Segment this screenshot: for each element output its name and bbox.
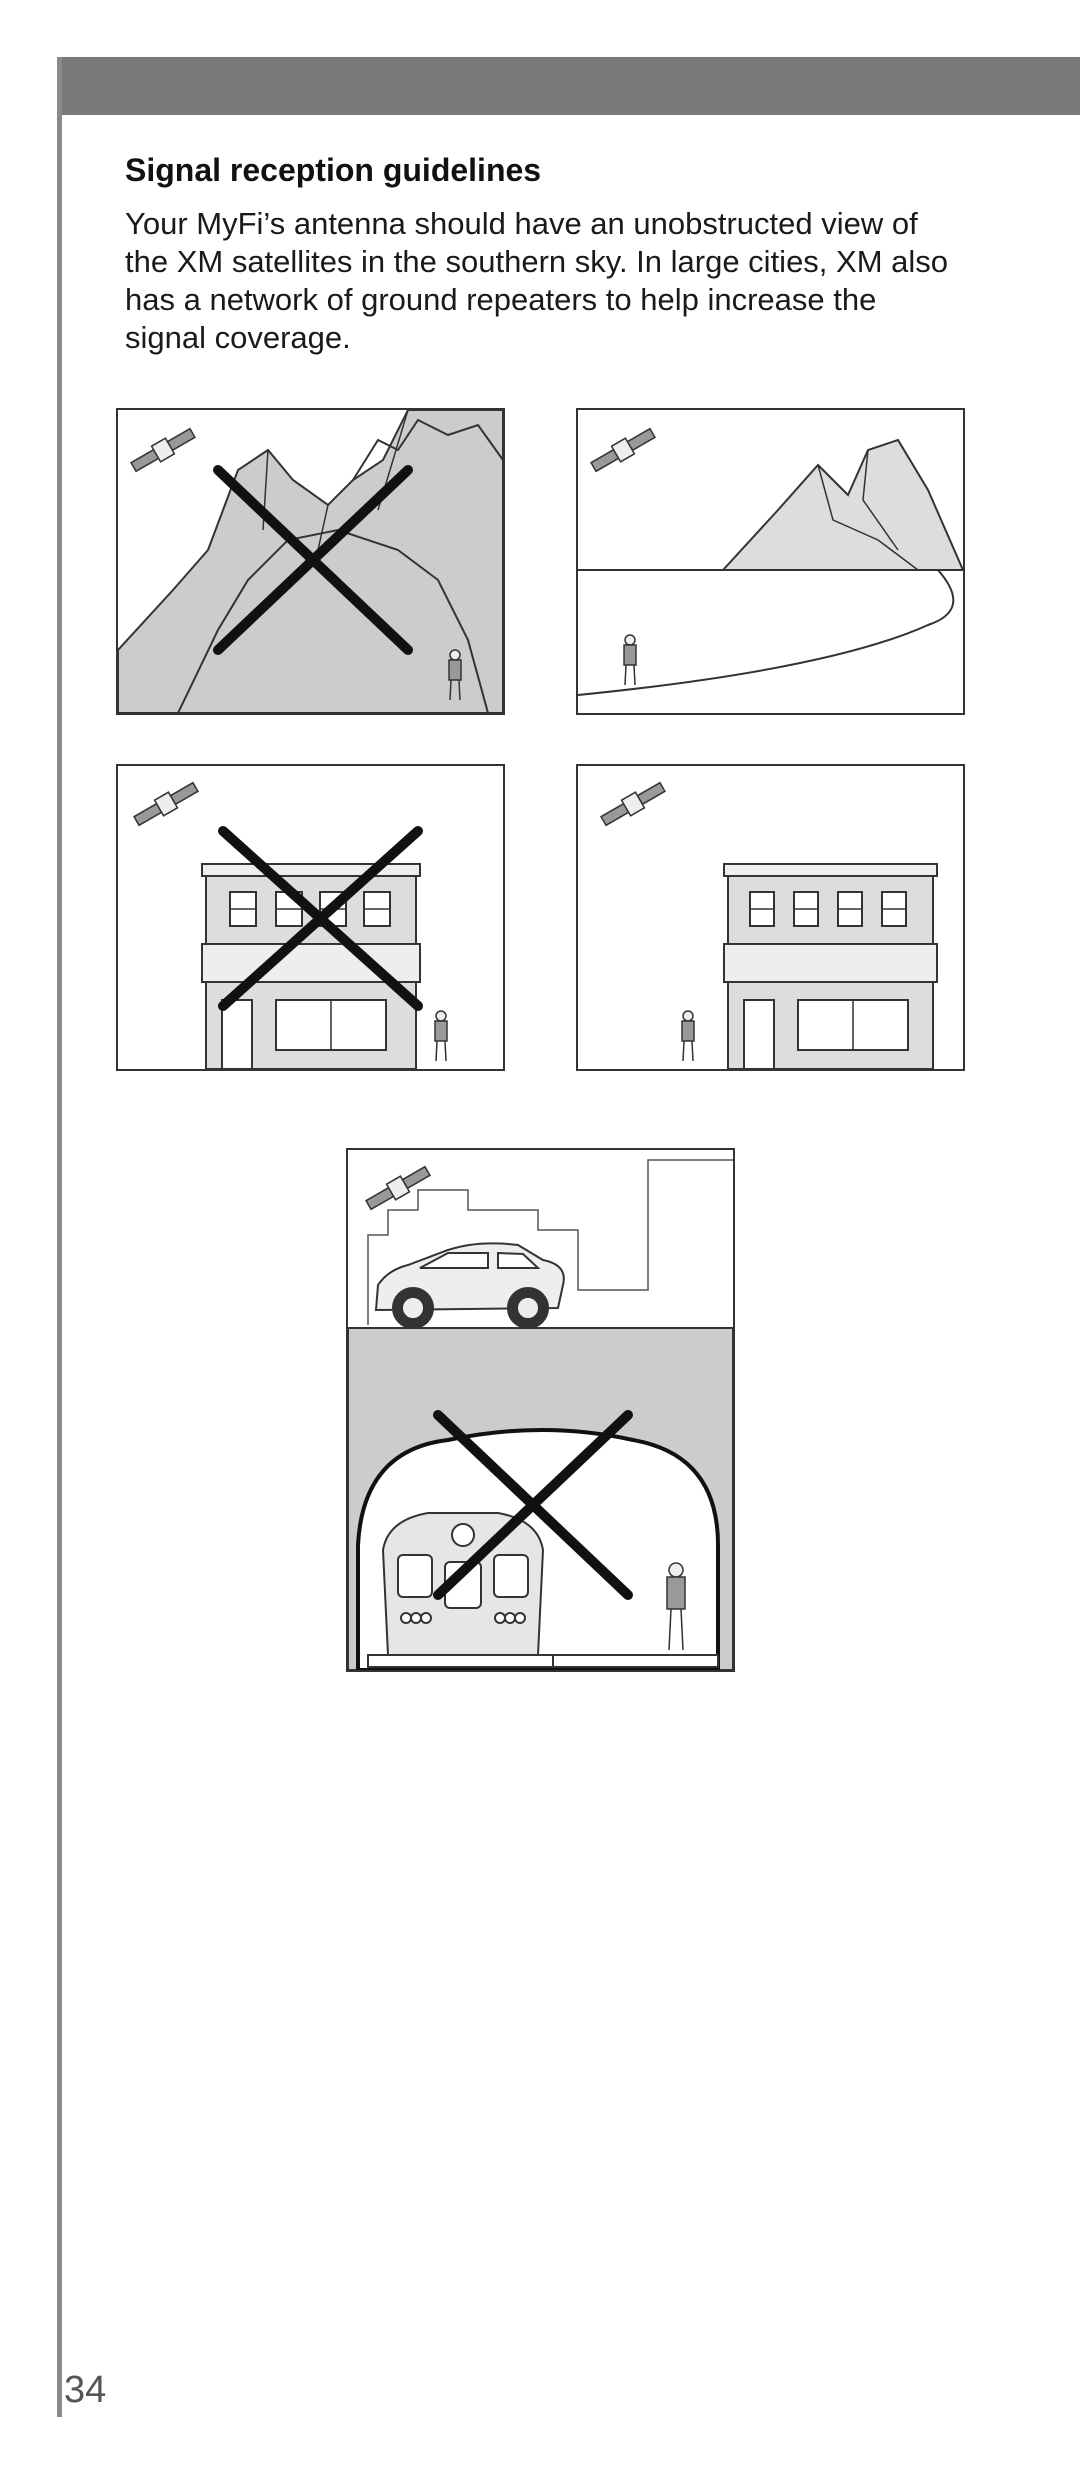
margin-rule bbox=[57, 57, 62, 2417]
illustration-tunnel-blocked bbox=[346, 1148, 735, 1672]
body-paragraph: Your MyFi’s antenna should have an unobs… bbox=[125, 206, 949, 355]
illustration-building-clear bbox=[576, 764, 965, 1071]
section-heading: Signal reception guidelines bbox=[125, 152, 542, 188]
page-number: 34 bbox=[64, 2369, 107, 2411]
illustration-mountains-clear bbox=[576, 408, 965, 715]
header-bar bbox=[57, 57, 1080, 115]
illustration-mountains-blocked bbox=[116, 408, 505, 715]
illustration-building-blocked bbox=[116, 764, 505, 1071]
